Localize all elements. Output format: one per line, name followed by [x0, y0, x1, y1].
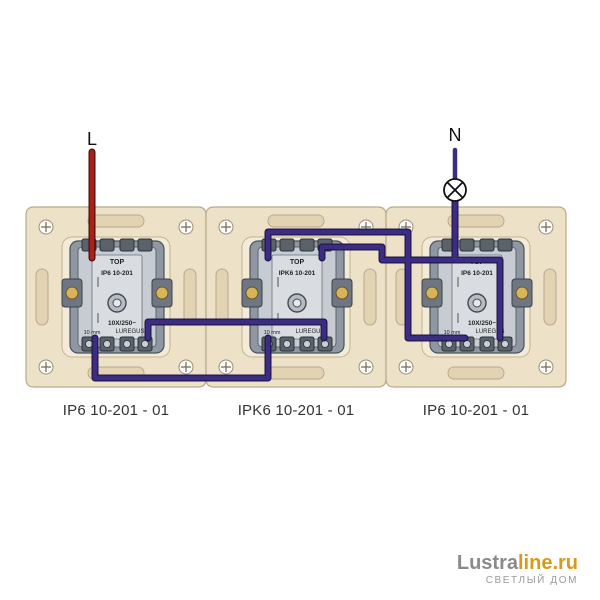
switch-caption-right: IP6 10-201 - 01	[422, 402, 530, 419]
switch-rating-text: 10X/250~	[108, 320, 136, 327]
lamp-cross-icon	[443, 178, 467, 202]
switch-top-text: TOP	[110, 259, 125, 266]
line-label: L	[87, 129, 97, 149]
neutral-label: N	[449, 125, 462, 145]
loop-wires-fill	[92, 147, 503, 381]
switch-caption-middle: IPK6 10-201 - 01	[237, 402, 355, 419]
switch-model-text: IP6 10-201	[461, 270, 493, 277]
switch-length-text: 10 mm	[264, 330, 281, 336]
switch-model-text: IPK6 10-201	[279, 270, 316, 277]
watermark-logo: Lustraline.ru СВЕТЛЫЙ ДОМ	[457, 552, 578, 586]
switch-brand-text: LUREGUS	[115, 329, 144, 335]
switch-brand-text: LUREGUS	[295, 329, 324, 335]
switch-unit-left: TOP IP6 10-201 10X/250~ LUREGUS 10 mm	[25, 206, 207, 388]
watermark-name: Lustraline.ru	[456, 552, 578, 574]
switch-model-text: IP6 10-201	[101, 270, 133, 277]
switch-length-text: 10 mm	[444, 330, 461, 336]
switch-unit-right: TOP IP6 10-201 10X/250~ LUREGUS 10 mm	[385, 206, 567, 388]
switch-brand-text: LUREGUS	[475, 329, 504, 335]
switch-top-text: TOP	[290, 259, 305, 266]
watermark-tagline: СВЕТЛЫЙ ДОМ	[485, 575, 578, 586]
switch-length-text: 10 mm	[84, 330, 101, 336]
switch-caption-left: IP6 10-201 - 01	[62, 402, 170, 419]
switch-rating-text: 10X/250~	[468, 320, 496, 327]
